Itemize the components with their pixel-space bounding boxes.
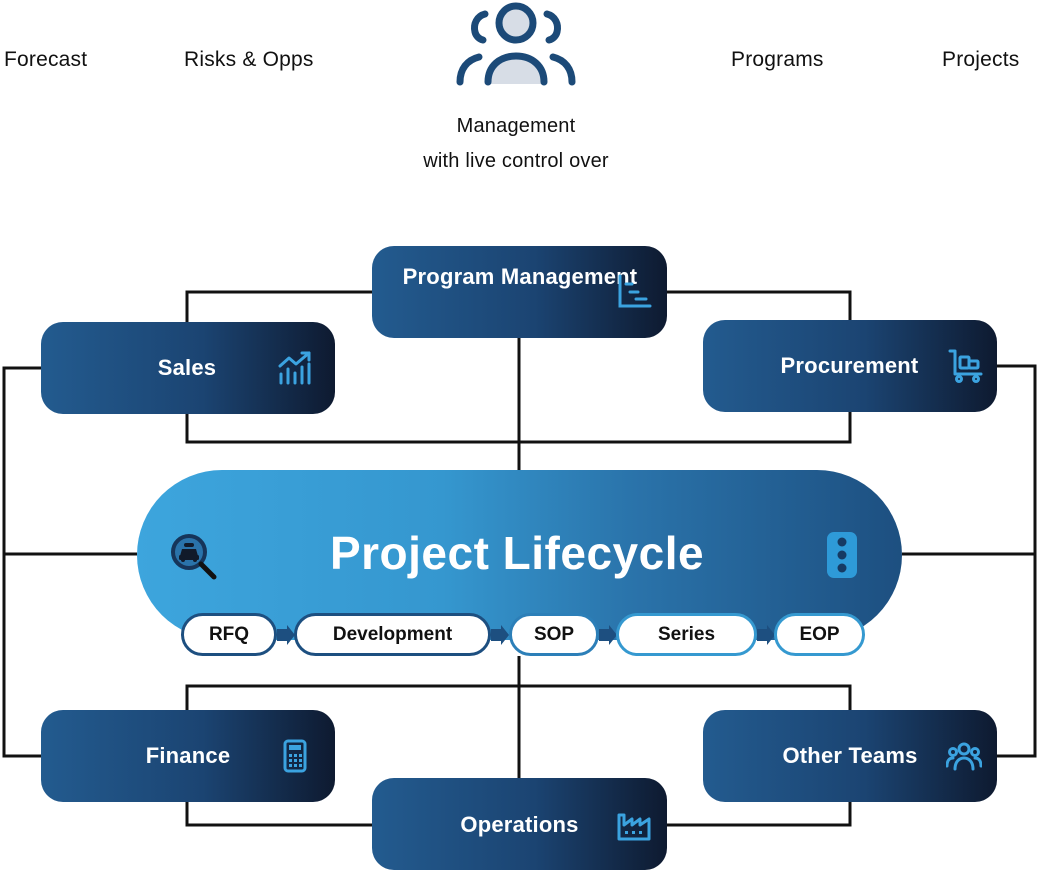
other-teams-box: Other Teams (703, 710, 997, 802)
projects-label: Projects (942, 48, 1020, 71)
phase-rfq: RFQ (181, 613, 277, 656)
project-lifecycle-panel: Project Lifecycle (137, 470, 902, 640)
phase-arrow-icon (277, 625, 295, 645)
phase-series: Series (616, 613, 757, 656)
project-lifecycle-title: Project Lifecycle (329, 527, 705, 579)
sales-box: Sales (41, 322, 335, 414)
phase-development: Development (294, 613, 491, 656)
sales-growth-chart-icon (278, 351, 311, 385)
sales-label: Sales (157, 355, 217, 380)
management-title: Management (456, 115, 576, 137)
finance-label: Finance (145, 743, 231, 768)
search-car-icon (171, 534, 217, 580)
traffic-light-icon (827, 532, 857, 578)
finance-box: Finance (41, 710, 335, 802)
operations-label: Operations (460, 812, 579, 837)
phase-sop: SOP (509, 613, 599, 656)
risks-opps-label: Risks & Opps (184, 48, 314, 71)
program-management-label: Program Management (402, 264, 638, 289)
programs-label: Programs (731, 48, 824, 71)
phase-arrow-icon (757, 625, 775, 645)
team-group-icon (946, 742, 982, 771)
phase-eop: EOP (774, 613, 865, 656)
phase-arrow-icon (599, 625, 617, 645)
management-subtitle: with live control over (423, 150, 609, 172)
gantt-chart-icon (618, 274, 652, 308)
shopping-cart-icon (948, 349, 983, 383)
factory-icon (617, 813, 651, 841)
management-person-icon (456, 2, 576, 86)
phase-arrow-icon (491, 625, 509, 645)
operations-box: Operations (372, 778, 667, 870)
forecast-label: Forecast (4, 48, 88, 71)
calculator-icon (283, 739, 307, 773)
program-management-box: Program Management (372, 246, 667, 338)
other-teams-label: Other Teams (782, 743, 918, 768)
procurement-box: Procurement (703, 320, 997, 412)
procurement-label: Procurement (780, 353, 919, 378)
